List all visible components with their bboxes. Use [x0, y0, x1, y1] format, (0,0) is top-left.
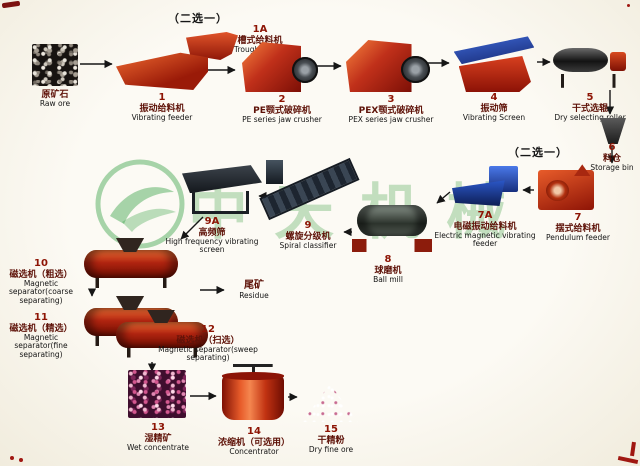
wet-concentrate-image — [128, 370, 186, 418]
node-number: 7A — [477, 210, 493, 221]
node-number: 12 — [201, 324, 215, 335]
node-label-zh: 振动给料机 — [139, 103, 185, 114]
node-label-en: Vibrating feeder — [131, 112, 193, 122]
node-number: 4 — [490, 92, 498, 103]
node-label-en: Wet concentrate — [126, 442, 190, 452]
node-number: 15 — [324, 424, 338, 435]
ball-mill-illustration — [352, 196, 432, 252]
node-number: 1 — [158, 92, 166, 103]
node-number: 6 — [608, 142, 616, 153]
raw-ore-image — [32, 44, 78, 86]
node-label-zh: 浓缩机（可选用） — [217, 437, 290, 448]
vibrating-screen-illustration — [452, 34, 536, 92]
pendulum-feeder-illustration — [538, 170, 594, 210]
node-label-zh: 磁选机（精选） — [9, 323, 73, 334]
node-number: 9A — [204, 216, 220, 227]
node-label-en: High frequency vibrating screen — [165, 236, 259, 255]
storage-bin-illustration — [600, 118, 626, 144]
node-label-zh: 振动筛 — [480, 103, 508, 114]
node-label-en: Magnetic separator(sweep separating) — [158, 344, 258, 363]
node-label-zh: 尾矿 — [244, 280, 264, 291]
scan-artifact-top-right — [627, 4, 630, 7]
node-number: 5 — [586, 92, 594, 103]
high-frequency-screen-illustration — [182, 162, 262, 214]
node-label-en: Magnetic separator(coarse separating) — [8, 278, 73, 306]
node-label-zh: 原矿石 — [41, 90, 69, 100]
dry-fine-ore-image — [302, 384, 358, 422]
node-number: 14 — [247, 426, 261, 437]
node-label-en: Pendulum feeder — [546, 232, 610, 242]
node-number: 11 — [34, 312, 48, 323]
node-label-en: PEX series jaw crusher — [348, 114, 434, 124]
scan-artifact-bottom-right-2 — [630, 441, 636, 457]
pe-jaw-crusher-illustration — [242, 42, 318, 92]
node-label-zh: PE颚式破碎机 — [253, 105, 311, 116]
node-label-en: Vibrating Screen — [462, 112, 526, 122]
vibrating-feeder-illustration — [116, 52, 208, 90]
node-label-en: Ball mill — [373, 274, 403, 284]
node-label-zh: 槽式给料机 — [237, 35, 283, 46]
node-label-en: Concentrator — [229, 446, 279, 456]
node-label-en: Storage bin — [590, 162, 634, 172]
node-label-zh: 湿精矿 — [144, 433, 172, 444]
node-label-en: PE series jaw crusher — [242, 114, 322, 124]
dry-roller-illustration — [552, 42, 626, 88]
node-label-zh: 料仓 — [602, 153, 621, 164]
node-number: 1A — [252, 24, 268, 35]
node-label-en: Spiral classifier — [279, 240, 337, 250]
pex-jaw-crusher-illustration — [346, 40, 430, 92]
node-number: 2 — [278, 94, 286, 105]
node-label-zh: 摆式给料机 — [555, 223, 601, 234]
spiral-classifier-illustration — [264, 160, 352, 220]
node-label-en: Residue — [239, 290, 269, 300]
choice-label-top: （二选一） — [168, 12, 228, 25]
node-label-zh: 高频筛 — [198, 227, 226, 238]
node-label-zh: 电磁振动给料机 — [453, 221, 517, 232]
node-number: 7 — [574, 212, 582, 223]
node-label-en: Magnetic separator(fine separating) — [14, 332, 68, 360]
magnetic-separator-illustration — [116, 310, 208, 358]
concentrator-illustration — [222, 364, 284, 424]
node-label-zh: 磁选机（扫选） — [176, 335, 240, 346]
node-label-zh: 球磨机 — [374, 265, 402, 276]
node-label-zh: 干精粉 — [317, 435, 345, 446]
electromagnetic-feeder-illustration — [452, 166, 518, 206]
node-label-en: Raw ore — [39, 99, 71, 109]
node-number: 9 — [304, 220, 312, 231]
node-number: 3 — [387, 94, 395, 105]
node-number: 8 — [384, 254, 392, 265]
node-number: 13 — [151, 422, 165, 433]
scan-artifact-top-left — [1, 0, 21, 9]
choice-label-middle: （二选一） — [508, 146, 568, 159]
magnetic-separator-illustration — [84, 238, 178, 288]
node-label-en: Electric magnetic vibrating feeder — [434, 230, 536, 249]
node-number: 10 — [34, 258, 48, 269]
node-label-en: Dry fine ore — [308, 444, 354, 454]
node-label-zh: 螺旋分级机 — [285, 231, 331, 242]
node-label-zh: 干式选辊 — [571, 103, 608, 114]
scan-artifact-bottom-left — [10, 456, 14, 460]
node-label-en: Dry selecting roller — [554, 112, 626, 122]
node-label-zh: PEX颚式破碎机 — [358, 105, 424, 116]
node-label-zh: 磁选机（粗选） — [9, 269, 73, 280]
scan-artifact-bottom-right — [617, 455, 639, 465]
